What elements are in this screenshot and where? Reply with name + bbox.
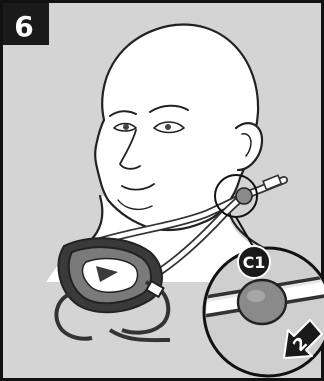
callout-badge: C1 xyxy=(238,246,270,278)
step-number: 6 xyxy=(14,10,33,43)
step-badge: 6 xyxy=(3,3,49,45)
callout-label: C1 xyxy=(243,253,266,272)
ball-joint xyxy=(236,188,252,204)
